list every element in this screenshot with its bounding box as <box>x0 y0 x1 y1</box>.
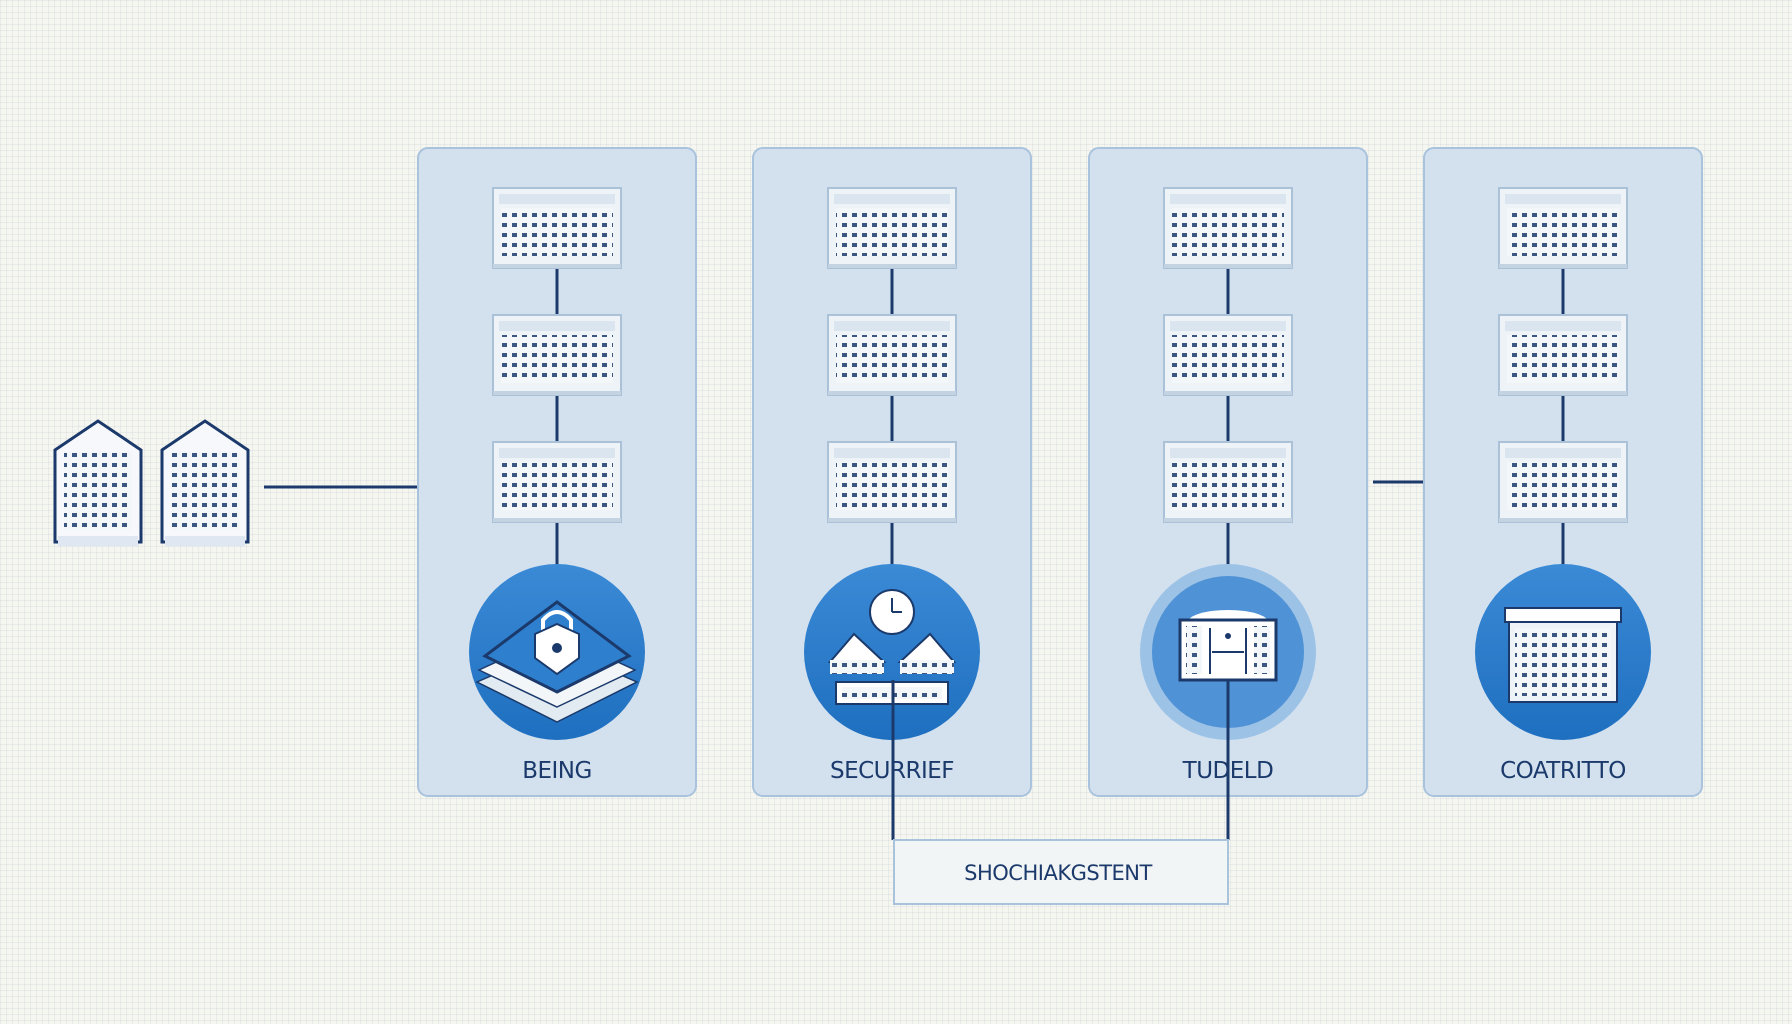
building-icon <box>160 419 250 546</box>
building-icon <box>53 419 143 546</box>
server-rack-icon <box>492 441 622 523</box>
shield-lock-icon <box>475 600 639 723</box>
screen-icon <box>1178 610 1278 682</box>
server-rack-icon <box>1498 187 1628 269</box>
column-label: BEING <box>522 758 592 784</box>
column-panel: SECURRIEF <box>752 147 1032 797</box>
server-rack-icon <box>827 441 957 523</box>
server-rack-icon <box>492 314 622 396</box>
server-rack-icon <box>1498 441 1628 523</box>
bottom-box-label: SHOCHIAKGSTENT <box>964 861 1152 885</box>
column-panel: BEING <box>417 147 697 797</box>
server-rack-icon <box>1498 314 1628 396</box>
server-rack-icon <box>827 314 957 396</box>
server-rack-icon <box>1163 314 1293 396</box>
column-panel: TUDELD <box>1088 147 1368 797</box>
column-label: COATRITTO <box>1500 758 1626 784</box>
server-rack-icon <box>1163 187 1293 269</box>
column-panel: COATRITTO <box>1423 147 1703 797</box>
server-stack-icon <box>1504 607 1622 703</box>
server-rack-icon <box>827 187 957 269</box>
server-rack-icon <box>492 187 622 269</box>
bottom-box <box>893 839 1229 905</box>
server-rack-icon <box>1163 441 1293 523</box>
